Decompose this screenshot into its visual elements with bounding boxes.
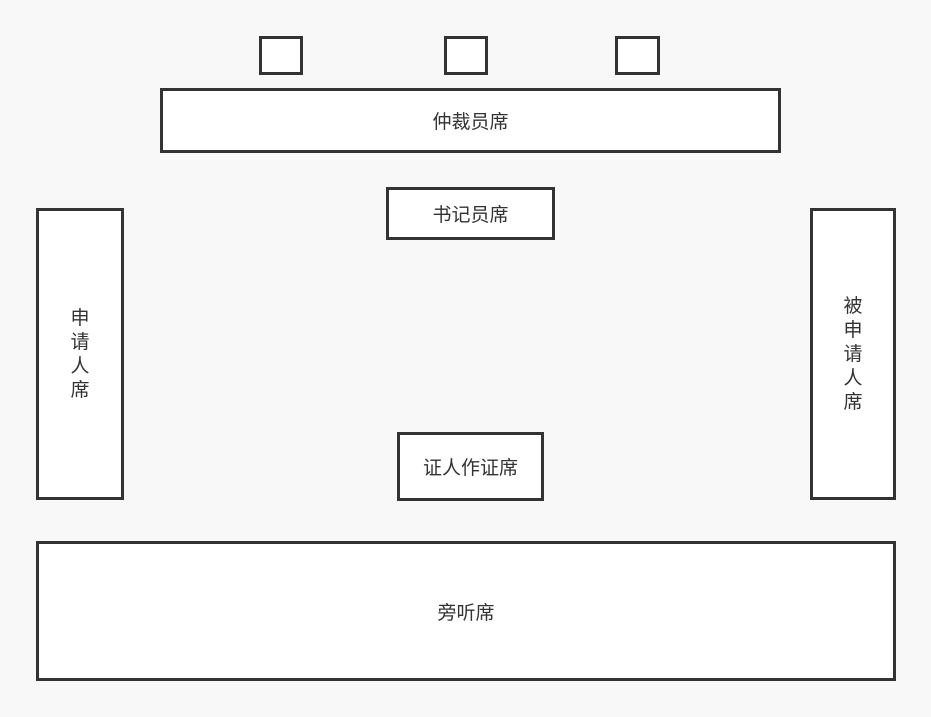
applicant-char: 申 [70, 307, 90, 329]
audience-area: 旁听席 [36, 541, 896, 681]
arbitrator-seat-right [615, 36, 660, 75]
clerk-table: 书记员席 [386, 187, 555, 240]
arbitrator-table-label: 仲裁员席 [432, 111, 509, 133]
respondent-char: 人 [843, 367, 863, 389]
witness-stand-label: 证人作证席 [422, 457, 518, 479]
applicant-char: 席 [70, 379, 90, 401]
clerk-table-label: 书记员席 [432, 204, 509, 226]
applicant-table: 申 请 人 席 [36, 208, 124, 500]
witness-stand: 证人作证席 [397, 432, 544, 501]
respondent-char: 被 [843, 295, 863, 317]
arbitrator-seat-center [444, 36, 488, 75]
applicant-char: 请 [70, 331, 90, 353]
audience-area-label: 旁听席 [437, 601, 495, 624]
respondent-char: 席 [843, 391, 863, 413]
applicant-char: 人 [70, 355, 90, 377]
arbitrator-table: 仲裁员席 [160, 88, 781, 153]
respondent-char: 请 [843, 343, 863, 365]
arbitrator-seat-left [259, 36, 303, 75]
respondent-char: 申 [843, 319, 863, 341]
respondent-table: 被 申 请 人 席 [810, 208, 896, 500]
